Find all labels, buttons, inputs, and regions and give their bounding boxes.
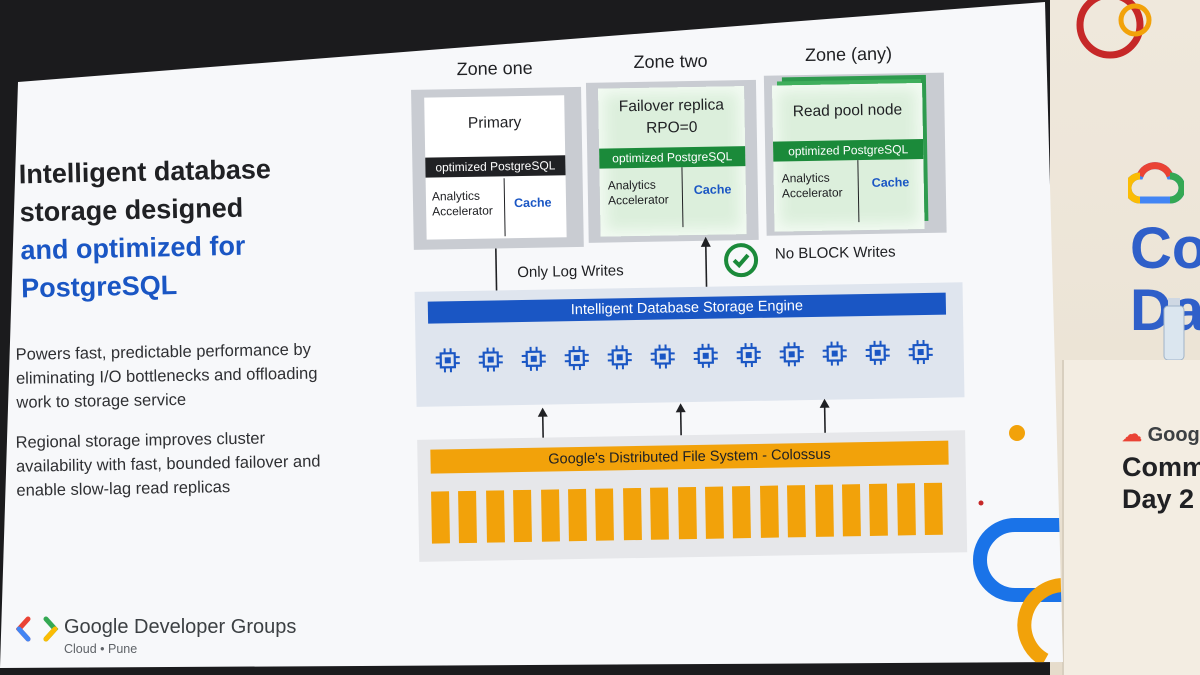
storage-chip-icon [435, 348, 460, 373]
colossus-block [787, 485, 807, 538]
storage-chip-icon [607, 345, 632, 370]
stage-google-text: ☁ Goog [1122, 424, 1200, 446]
zone-one-node-title: Primary [467, 113, 522, 132]
colossus-block [924, 482, 944, 536]
colossus-block [458, 490, 478, 544]
zone-two-postgres-bar: optimized PostgreSQL [599, 146, 746, 169]
colossus-block-row [431, 482, 952, 548]
colossus-block [814, 484, 834, 537]
zone-one-divider [503, 178, 506, 237]
gdg-chapter: Cloud • Pune [64, 642, 138, 656]
paragraph-regional-storage: Regional storage improves cluster availa… [15, 429, 321, 500]
stage-banner [1062, 360, 1200, 675]
stage-comm-text: Comm [1122, 452, 1200, 482]
zone-any-node-card: Read pool node optimized PostgreSQL Anal… [772, 82, 925, 232]
storage-chip-icon [521, 346, 546, 371]
zone-one-cache-cell: Cache [513, 195, 552, 211]
storage-chip-icon [650, 344, 675, 369]
zone-any-cache-cell: Cache [871, 175, 910, 190]
storage-chip-icon [736, 342, 761, 368]
zone-two-divider [681, 167, 684, 228]
storage-chip-icon [908, 339, 933, 365]
zone-any-divider [857, 160, 860, 223]
storage-chip-icon [564, 345, 589, 371]
zone-any-postgres-bar: optimized PostgreSQL [773, 138, 924, 162]
zone-any-analytics-cell: Analytics Accelerator [781, 170, 843, 201]
zone-two-label: Zone two [633, 50, 708, 73]
zone-any-label: Zone (any) [804, 43, 893, 66]
storage-chip-icon [779, 342, 804, 367]
decorative-rings [1076, 0, 1152, 59]
colossus-block [513, 489, 533, 543]
zone-two-node-card: Failover replica RPO=0 optimized Postgre… [598, 86, 747, 237]
check-circle-icon [724, 243, 759, 278]
colossus-block [650, 487, 670, 540]
paragraph-performance: Powers fast, predictable performance by … [15, 340, 318, 412]
colossus-block [677, 486, 697, 540]
colossus-block [622, 487, 642, 541]
no-block-writes-note: No BLOCK Writes [774, 243, 896, 263]
slide-headline: Intelligent database storage designed an… [18, 149, 341, 308]
colossus-block [732, 486, 752, 539]
colossus-block [869, 483, 889, 536]
colossus-block [485, 490, 505, 543]
headline-line-3: and optimized for [20, 230, 246, 266]
zone-two-analytics-cell: Analytics Accelerator [607, 177, 669, 208]
zone-two-cache-cell: Cache [693, 182, 732, 197]
headline-line-4: PostgreSQL [20, 270, 178, 304]
colossus-block [540, 489, 560, 542]
colossus-block [896, 483, 916, 536]
zone-two-node-title: Failover replica RPO=0 [618, 96, 725, 137]
headline-line-1: Intelligent database [18, 154, 272, 190]
storage-chip-icon [865, 340, 890, 365]
stage-day-text: Day 2 [1122, 484, 1195, 514]
architecture-diagram: Zone one Primary optimized PostgreSQL An… [405, 20, 974, 570]
zone-any-node-title: Read pool node [792, 101, 903, 121]
colossus-block [595, 488, 615, 541]
zone-one-label: Zone one [456, 57, 533, 80]
gdg-logo-icon [16, 616, 59, 642]
gdg-org-name: Google Developer Groups [64, 616, 297, 638]
decorative-shapes [973, 425, 1063, 665]
water-bottle-icon [1163, 298, 1185, 361]
zone-one-node-card: Primary optimized PostgreSQL Analytics A… [424, 95, 567, 240]
only-log-writes-note: Only Log Writes [517, 262, 624, 282]
storage-chip-icon [822, 341, 847, 366]
colossus-block [568, 488, 587, 542]
storage-chip-icon [478, 347, 503, 372]
google-cloud-logo-icon [1128, 162, 1184, 204]
colossus-block [705, 486, 724, 539]
colossus-block [841, 484, 861, 537]
zone-one-postgres-bar: optimized PostgreSQL [425, 155, 566, 178]
storage-chip-row [435, 338, 955, 377]
zone-one-analytics-cell: Analytics Accelerator [431, 188, 493, 219]
storage-chip-icon [693, 343, 718, 368]
colossus-block [431, 491, 450, 544]
banner-text-top: Co [1130, 216, 1200, 281]
colossus-block [759, 485, 779, 538]
